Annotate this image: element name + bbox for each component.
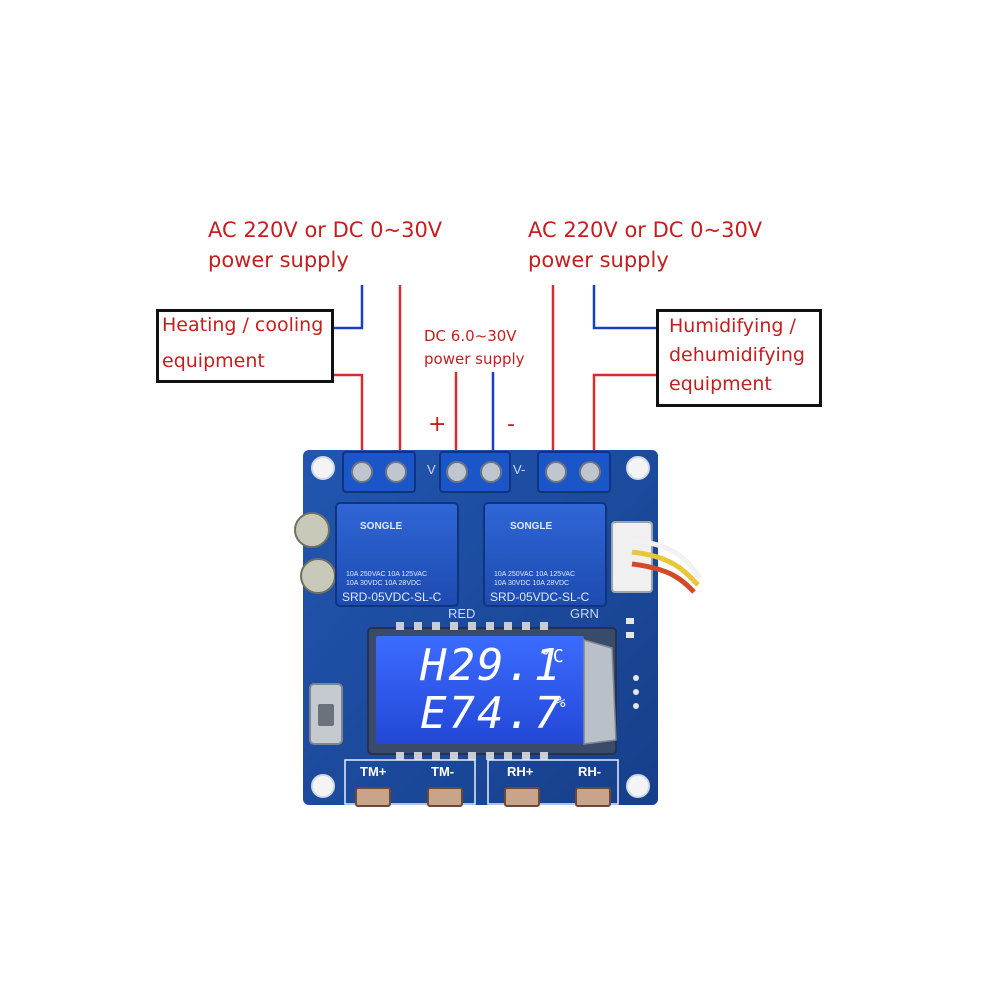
button-tm-plus <box>355 787 391 807</box>
lcd-temperature: H29.1 <box>420 640 563 691</box>
relay-right-brand: SONGLE <box>510 521 553 532</box>
right-supply-label-line1: AC 220V or DC 0~30V <box>528 218 763 242</box>
relay-left-model: SRD-05VDC-SL-C <box>342 590 442 604</box>
relay-right-rating-a: 10A 250VAC 10A 125VAC <box>494 571 576 578</box>
left-supply-label-line2: power supply <box>208 248 349 272</box>
humidifying-box: Humidifying / dehumidifying equipment <box>656 309 822 407</box>
sensor-connector <box>611 521 653 593</box>
relay-left-rating-b: 10A 30VDC 10A 28VDC <box>346 580 422 587</box>
sensor-wire-white <box>631 537 702 580</box>
left-supply-blue-wire <box>330 285 364 330</box>
sensor-wire-yellow <box>631 549 700 587</box>
relay-right-model: SRD-05VDC-SL-C <box>490 590 590 604</box>
capacitor-bottom <box>300 558 336 594</box>
silk-grn: GRN <box>570 606 599 621</box>
right-supply-label-line2: power supply <box>528 248 669 272</box>
button-panel-right <box>487 759 619 805</box>
relay-left-rating-a: 10A 250VAC 10A 125VAC <box>346 571 428 578</box>
lcd-tail <box>583 639 617 745</box>
button-label-rh-plus: RH+ <box>507 764 534 779</box>
mount-hole-top-right <box>626 456 650 480</box>
lcd-screen <box>376 636 584 744</box>
button-panel-left <box>344 759 476 805</box>
plus-sign: + <box>428 412 447 437</box>
left-supply-label-line1: AC 220V or DC 0~30V <box>208 218 443 242</box>
silk-v: V <box>427 462 436 477</box>
lcd-humidity: E74.7 <box>420 688 563 739</box>
relay-left <box>335 502 459 607</box>
minus-sign: - <box>507 412 515 437</box>
heating-cooling-box: Heating / cooling equipment <box>156 309 334 383</box>
led-green <box>626 632 634 638</box>
button-label-rh-minus: RH- <box>578 764 602 779</box>
relay-left-brand: SONGLE <box>360 521 403 532</box>
relay-right-rating-b: 10A 30VDC 10A 28VDC <box>494 580 570 587</box>
silk-red: RED <box>448 606 476 621</box>
button-tm-minus <box>427 787 463 807</box>
sensor-wire-red <box>631 561 696 594</box>
center-supply-label-line2: power supply <box>424 350 525 368</box>
led-red <box>626 618 634 624</box>
lcd-temperature-unit: °C <box>540 646 566 667</box>
heating-cooling-line2: equipment <box>162 350 265 372</box>
right-equipment-red-wire <box>592 373 658 460</box>
relay-right <box>483 502 607 607</box>
right-supply-blue-wire <box>592 285 658 330</box>
button-label-tm-minus: TM- <box>431 764 455 779</box>
humidifying-line1: Humidifying / <box>669 315 796 337</box>
mount-hole-bottom-right <box>626 774 650 798</box>
heating-cooling-line1: Heating / cooling <box>162 314 324 336</box>
button-rh-minus <box>575 787 611 807</box>
capacitor-top <box>294 512 330 548</box>
humidifying-line2: dehumidifying <box>669 344 805 366</box>
lcd-humidity-unit: % <box>556 692 568 711</box>
lcd-pins <box>396 622 548 760</box>
mount-hole-bottom-left <box>311 774 335 798</box>
mount-hole-top-left <box>311 456 335 480</box>
left-equipment-red-wire <box>330 373 364 460</box>
button-rh-plus <box>504 787 540 807</box>
silk-v-minus: V- <box>513 462 526 477</box>
humidifying-line3: equipment <box>669 373 772 395</box>
center-supply-label-line1: DC 6.0~30V <box>424 327 517 345</box>
button-label-tm-plus: TM+ <box>360 764 387 779</box>
